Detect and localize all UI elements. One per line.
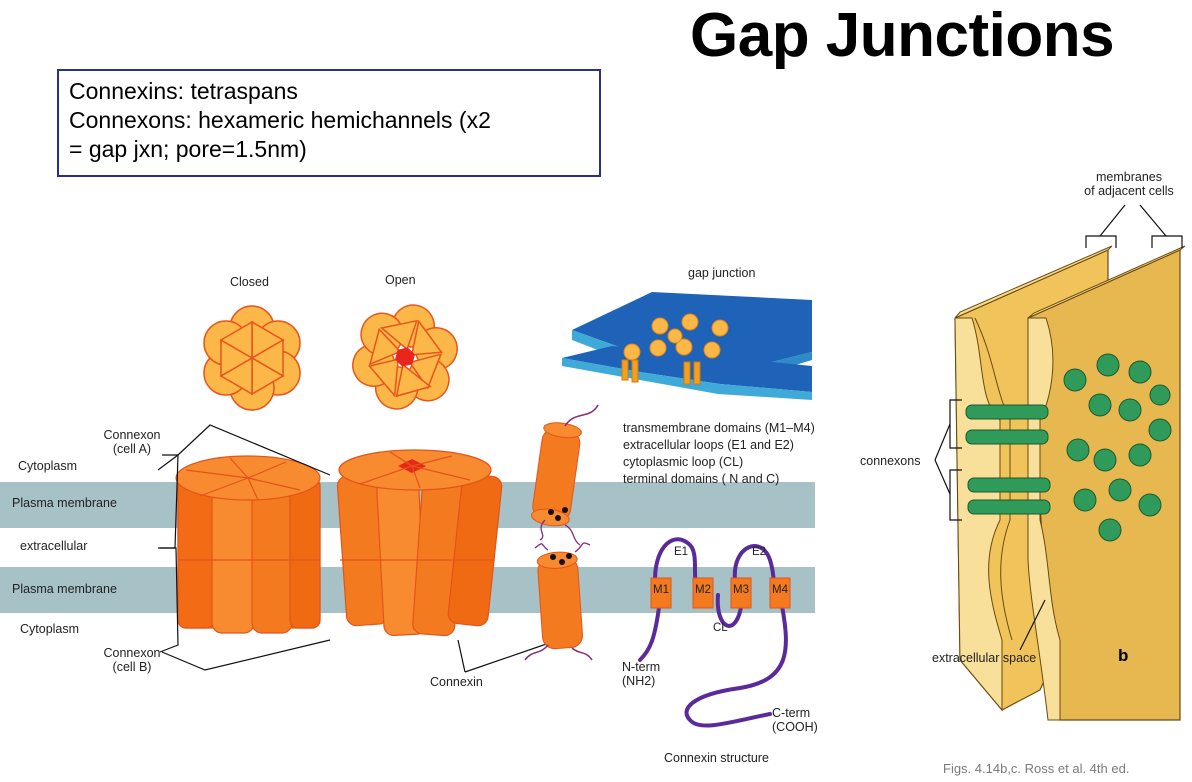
label-panel-b: b (1118, 646, 1129, 665)
label-closed: Closed (230, 275, 269, 289)
label-membranes-line2: of adjacent cells (1084, 184, 1174, 198)
legend-line-3: cytoplasmic loop (CL) (623, 455, 744, 469)
label-plasma-membrane-top: Plasma membrane (12, 496, 117, 510)
page-title: Gap Junctions (690, 1, 1115, 70)
label-cl: CL (713, 622, 728, 634)
label-connexon-b: Connexon (cell B) (92, 646, 172, 674)
label-connexin-structure: Connexin structure (664, 751, 769, 765)
legend-line-1: transmembrane domains (M1–M4) (623, 421, 815, 435)
gap-junction-plates (562, 292, 812, 400)
closed-connexon-top-view (203, 305, 301, 411)
label-cterm-line2: (COOH) (772, 720, 818, 734)
label-cterm-line1: C-term (772, 706, 811, 720)
label-gap-junction: gap junction (688, 266, 756, 280)
label-connexin: Connexin (430, 675, 483, 689)
label-connexon-b-line1: Connexon (103, 646, 161, 660)
single-connexin-top (530, 422, 582, 527)
label-extracellular: extracellular (20, 539, 88, 553)
label-nterm: N-term (NH2) (622, 660, 660, 688)
summary-box: Connexins: tetraspans Connexons: hexamer… (57, 69, 601, 177)
label-connexon-a-line2: (cell A) (112, 442, 152, 456)
label-connexon-a-line1: Connexon (103, 428, 161, 442)
label-extracellular-space: extracellular space (932, 651, 1037, 665)
label-nterm-line1: N-term (622, 660, 661, 674)
label-m3: M3 (733, 584, 749, 596)
legend-line-4: terminal domains ( N and C) (623, 472, 780, 486)
label-e2: E2 (752, 546, 767, 558)
label-m2: M2 (695, 584, 711, 596)
connexin-topology (638, 537, 791, 728)
legend-line-2: extracellular loops (E1 and E2) (623, 438, 794, 452)
label-open: Open (385, 273, 416, 287)
connexon-brackets (157, 424, 559, 673)
label-e1: E1 (674, 546, 689, 558)
summary-line-3: = gap jxn; pore=1.5nm) (69, 136, 307, 162)
connexin-legend: transmembrane domains (M1–M4) extracellu… (623, 420, 815, 488)
label-connexons: connexons (860, 454, 921, 468)
label-cytoplasm-top: Cytoplasm (18, 459, 78, 473)
closed-connexon-pair (175, 455, 321, 634)
label-connexon-a: Connexon (cell A) (92, 428, 172, 456)
single-connexin-bottom (536, 551, 583, 650)
panel-b-illustration (934, 204, 1186, 721)
label-cterm: C-term (COOH) (772, 706, 818, 734)
figure-caption: Figs. 4.14b,c. Ross et al. 4th ed. (943, 761, 1130, 776)
label-m1: M1 (653, 584, 669, 596)
label-connexon-b-line2: (cell B) (112, 660, 152, 674)
label-membranes-line1: membranes (1096, 170, 1162, 184)
open-connexon-top-view (352, 304, 458, 410)
label-membranes: membranes of adjacent cells (1070, 170, 1188, 198)
label-plasma-membrane-bottom: Plasma membrane (12, 582, 117, 596)
label-nterm-line2: (NH2) (622, 674, 656, 688)
summary-line-1: Connexins: tetraspans (69, 78, 298, 104)
label-m4: M4 (772, 584, 788, 596)
open-connexon-pair (336, 449, 503, 637)
summary-line-2: Connexons: hexameric hemichannels (x2 (69, 107, 491, 133)
label-cytoplasm-bottom: Cytoplasm (20, 622, 80, 636)
